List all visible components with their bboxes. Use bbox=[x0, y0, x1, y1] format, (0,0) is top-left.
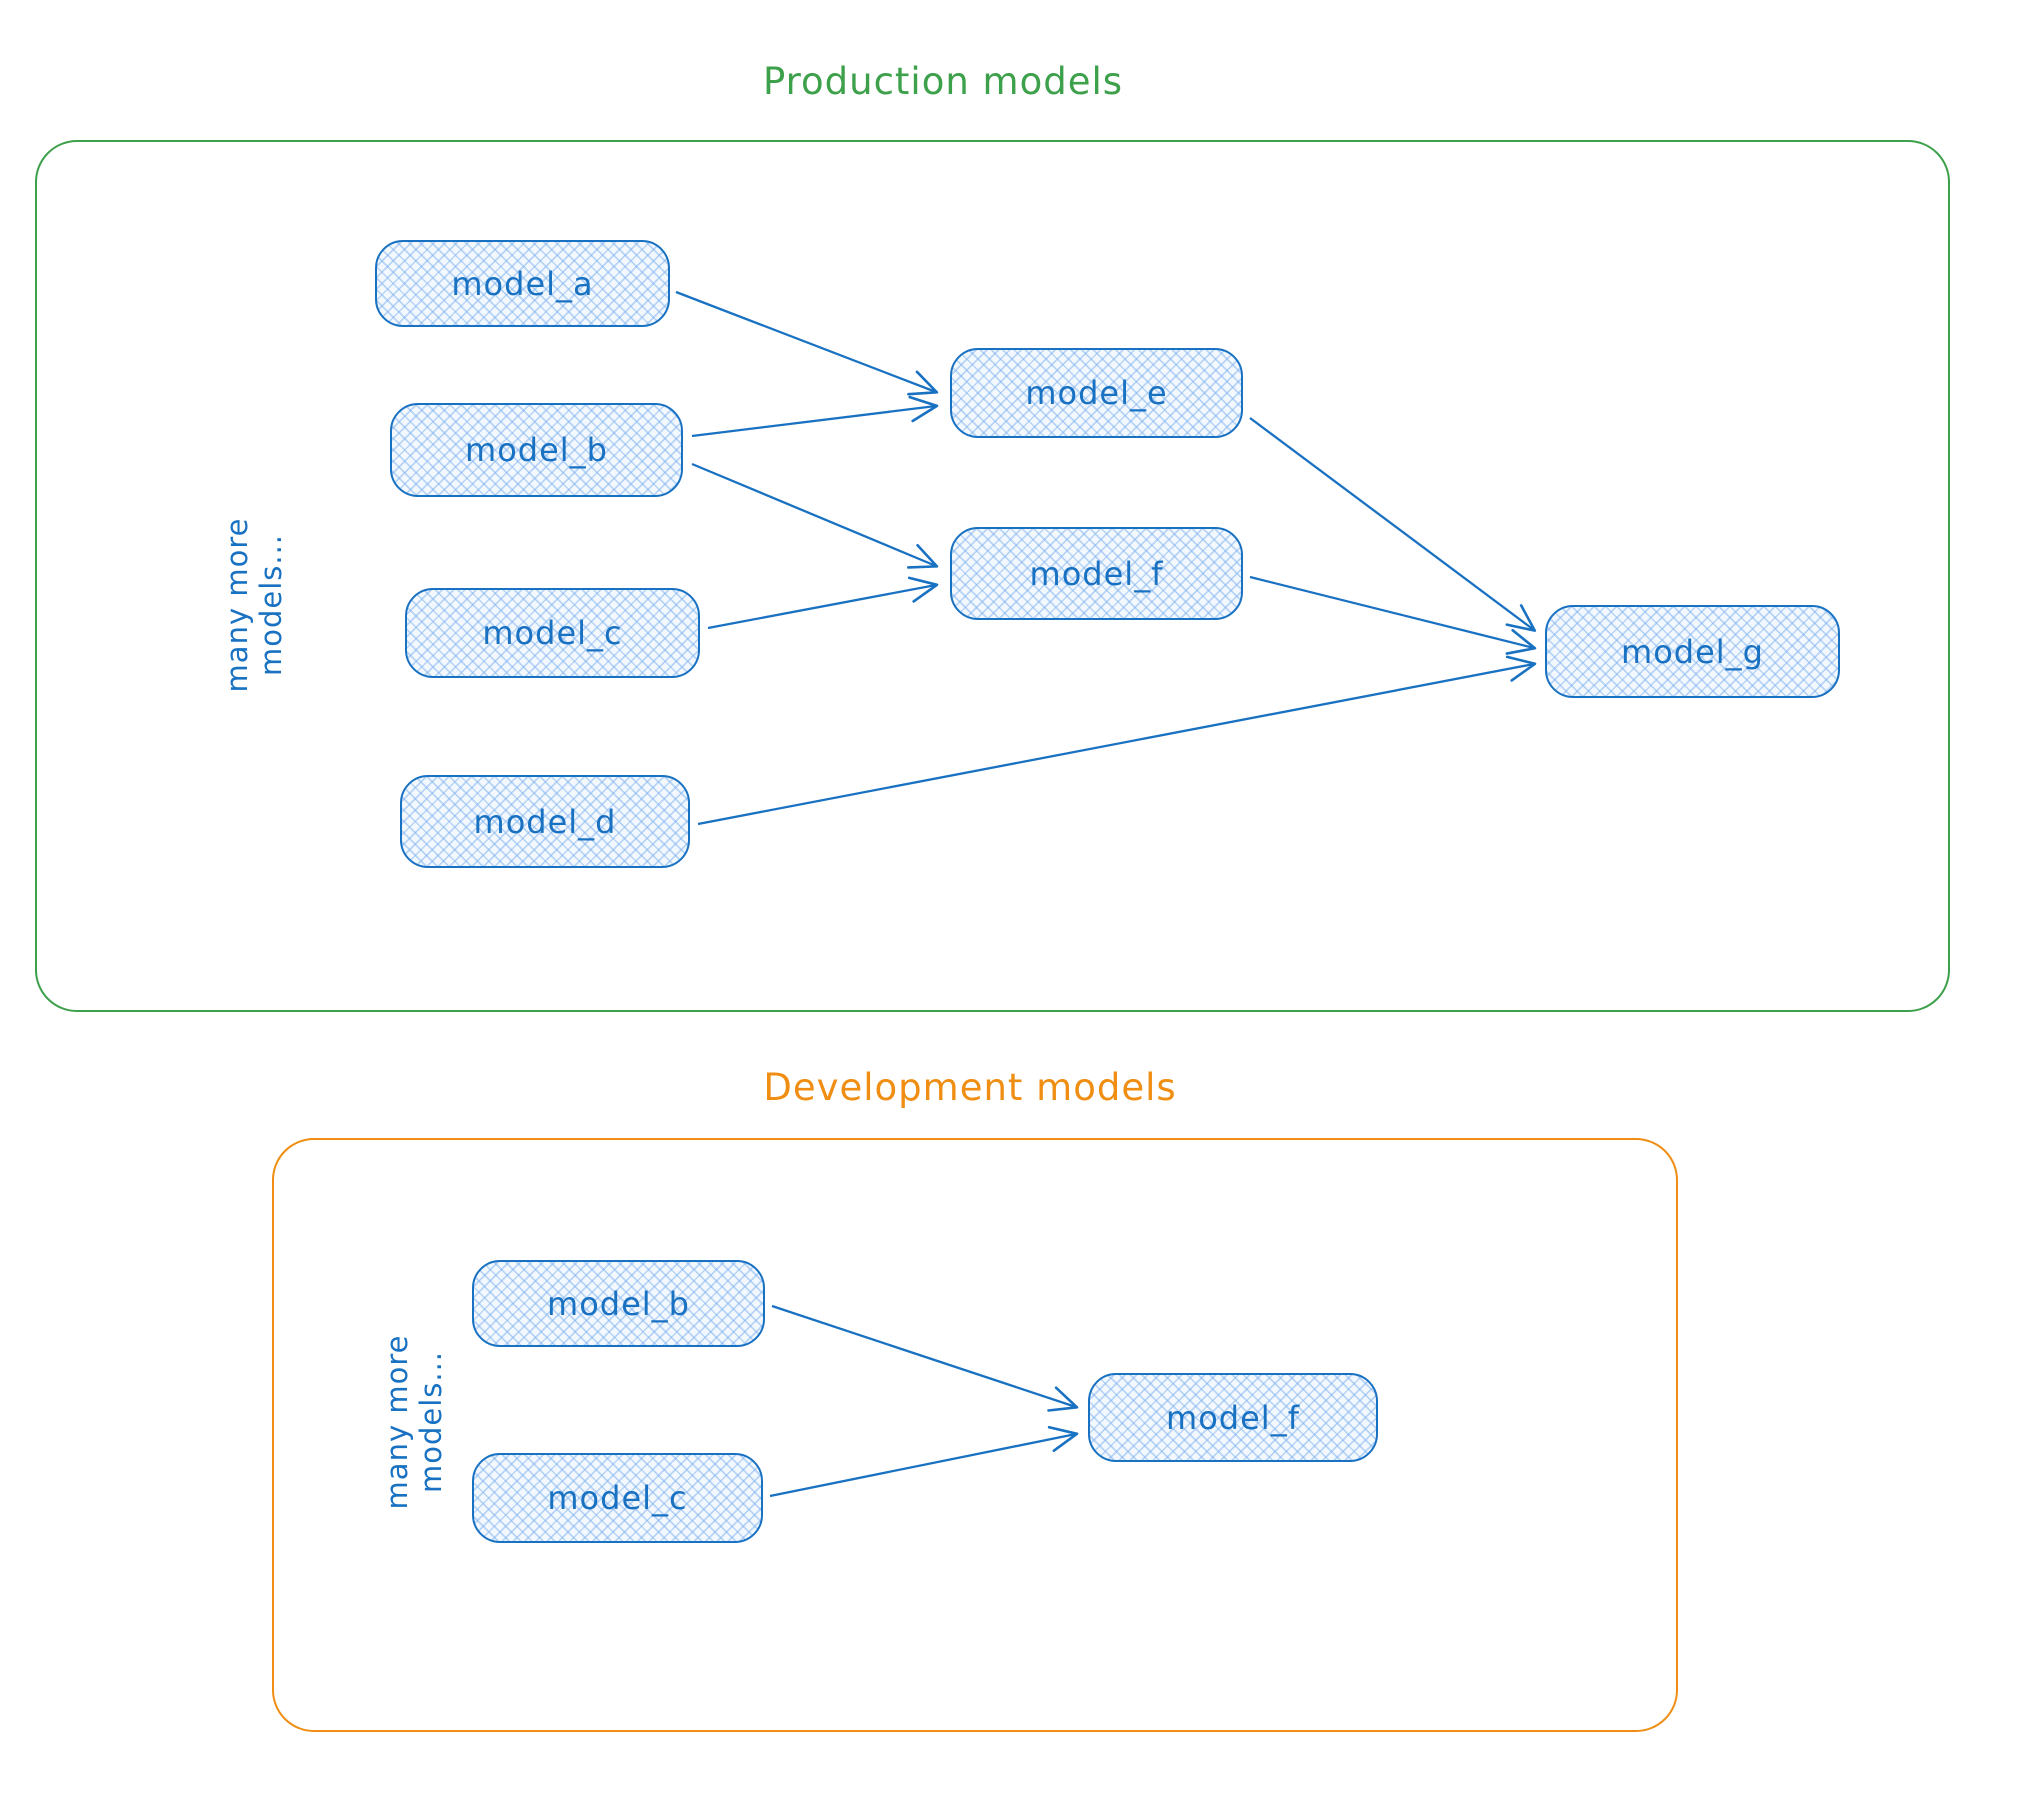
development-frame bbox=[272, 1138, 1678, 1732]
node-production-model-b: model_b bbox=[390, 403, 683, 497]
production-frame bbox=[35, 140, 1950, 1012]
node-label: model_c bbox=[482, 614, 623, 652]
node-label: model_b bbox=[465, 431, 608, 469]
node-development-model-b: model_b bbox=[472, 1260, 765, 1347]
node-label: model_a bbox=[451, 264, 594, 303]
node-label: model_f bbox=[1029, 554, 1164, 593]
production-title: Production models bbox=[762, 60, 1124, 103]
node-development-model-c: model_c bbox=[472, 1453, 763, 1543]
node-label: model_f bbox=[1166, 1398, 1300, 1437]
node-development-model-f: model_f bbox=[1088, 1373, 1378, 1462]
node-production-model-e: model_e bbox=[950, 348, 1243, 438]
node-production-model-c: model_c bbox=[405, 588, 700, 678]
production-side-label: many more models... bbox=[220, 517, 288, 693]
node-label: model_b bbox=[547, 1284, 690, 1323]
node-production-model-f: model_f bbox=[950, 527, 1243, 620]
node-label: model_c bbox=[547, 1479, 688, 1517]
development-title: Development models bbox=[763, 1066, 1177, 1109]
node-label: model_g bbox=[1621, 632, 1764, 671]
node-production-model-g: model_g bbox=[1545, 605, 1840, 698]
development-side-label: many more models... bbox=[380, 1334, 448, 1510]
node-label: model_d bbox=[473, 802, 617, 841]
node-production-model-d: model_d bbox=[400, 775, 690, 868]
node-production-model-a: model_a bbox=[375, 240, 670, 327]
node-label: model_e bbox=[1025, 374, 1168, 412]
